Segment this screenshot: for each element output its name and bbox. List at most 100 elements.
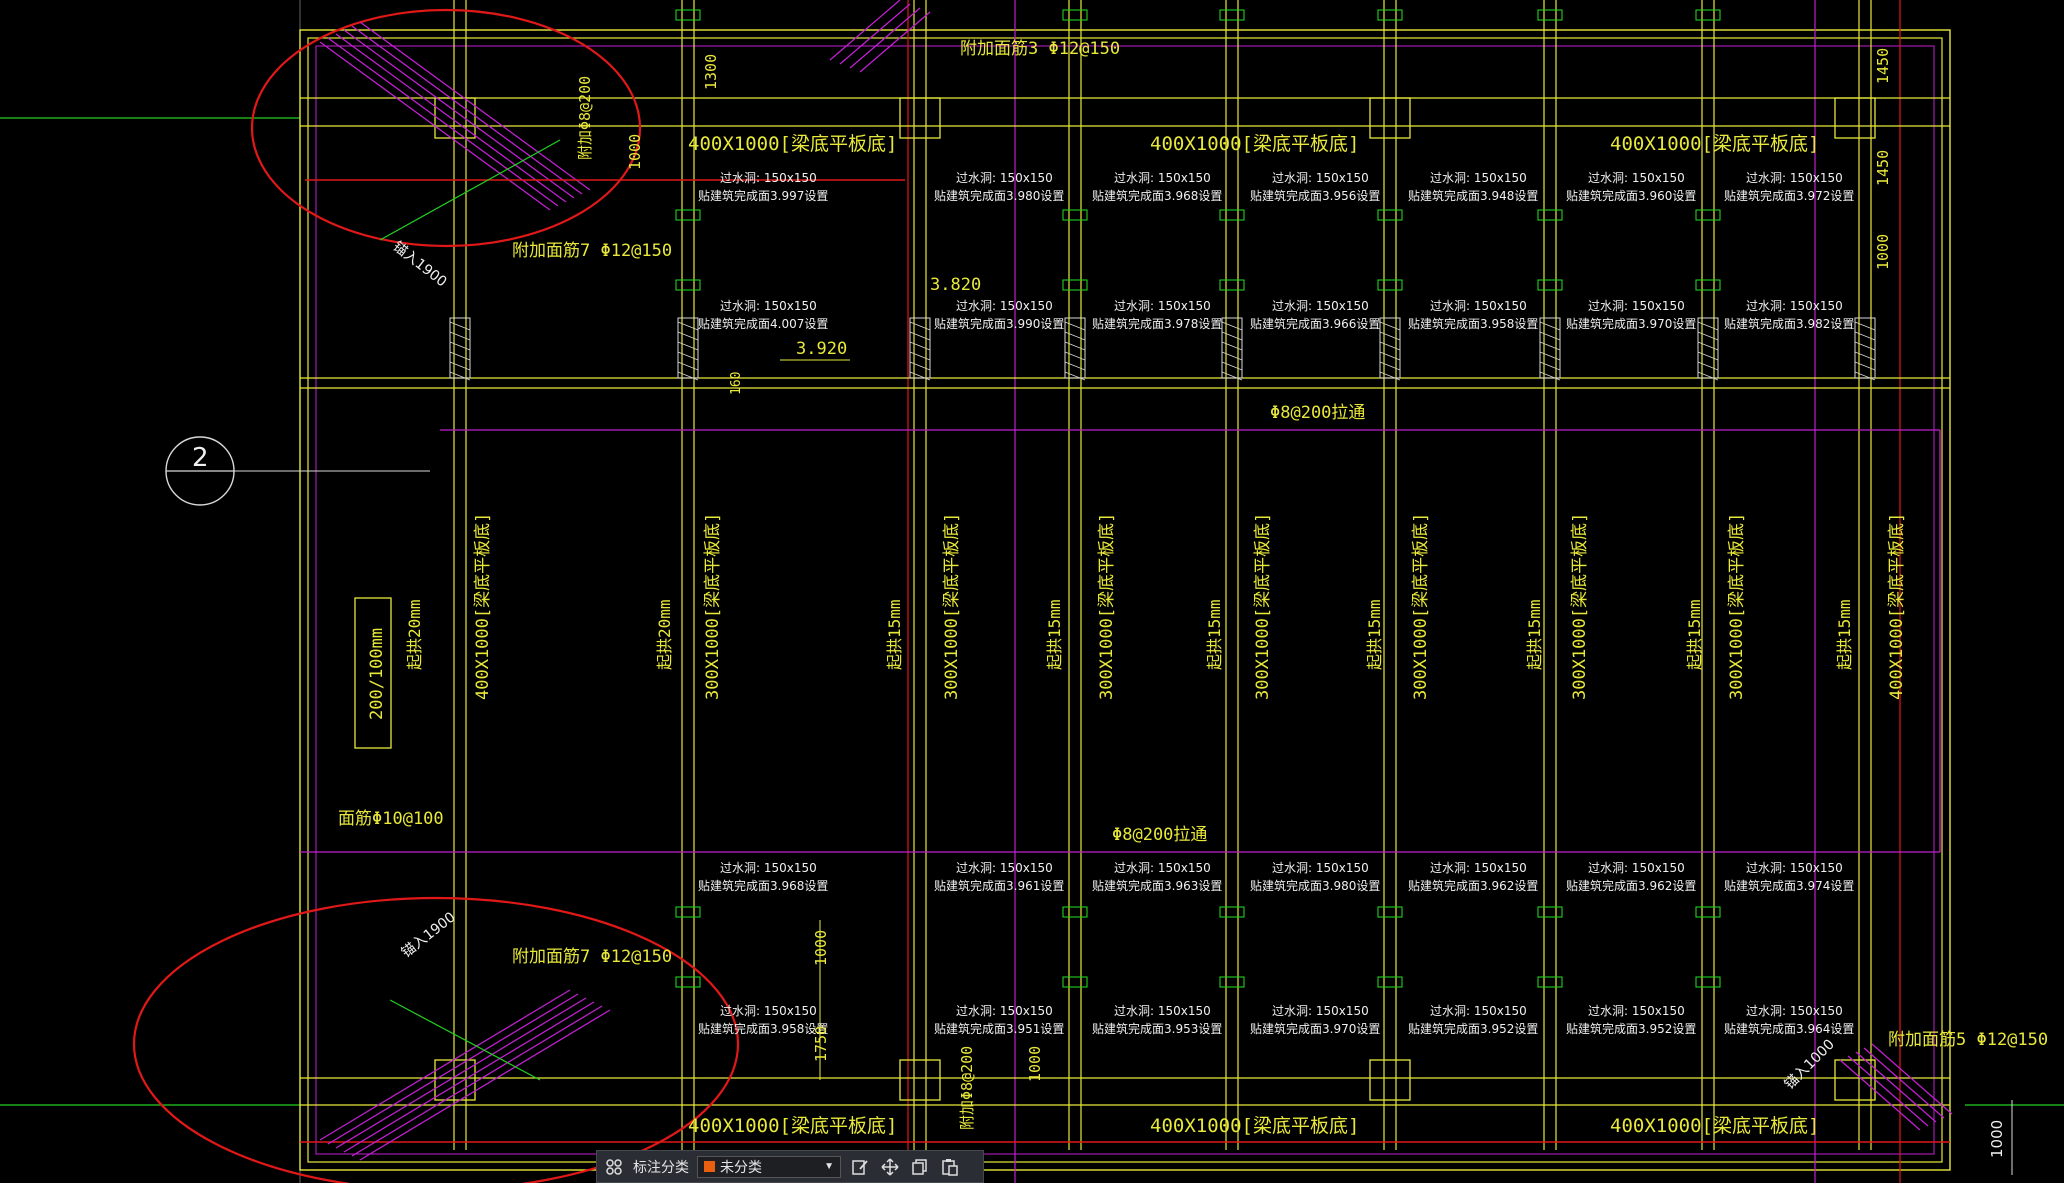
rebar-top-label: 附加面筋3 Φ12@150 <box>960 39 1120 59</box>
beam-top-label: 400X1000[梁底平板底] <box>1610 133 1819 155</box>
rebar-bundle <box>335 33 567 203</box>
column-box <box>1834 97 1876 139</box>
drain-note: 贴建筑完成面3.972设置 <box>1724 188 1854 203</box>
dim-bottom: 1000 <box>1988 1120 2006 1158</box>
paste-icon[interactable] <box>939 1156 961 1178</box>
hatch-line <box>1697 341 1719 351</box>
beam-bottom-label: 400X1000[梁底平板底] <box>688 1115 897 1137</box>
column-box <box>1369 1059 1411 1101</box>
edit-icon[interactable] <box>849 1156 871 1178</box>
hatch-line <box>1221 371 1243 381</box>
drain-marker <box>1062 209 1088 221</box>
rebar-bundle <box>327 37 559 207</box>
rebar-bundle <box>1839 1059 1921 1131</box>
rebar-bundle <box>1855 1051 1937 1123</box>
drain-title: 过水洞: 150x150 <box>1588 171 1685 185</box>
hatch-line <box>449 361 471 371</box>
hatch-line <box>1697 371 1719 381</box>
drain-marker <box>1377 279 1403 291</box>
hatch-line <box>677 361 699 371</box>
rebar-bundle <box>849 7 921 69</box>
rebar-vtop-label: 附加Φ8@200 <box>576 76 594 160</box>
dim-left: 160 <box>729 372 744 395</box>
drain-note: 贴建筑完成面3.963设置 <box>1092 878 1222 893</box>
rebar-bundle <box>359 1009 611 1161</box>
column-box <box>899 1059 941 1101</box>
elev-b: 3.920 <box>796 339 847 359</box>
chevron-down-icon: ▼ <box>824 1161 834 1172</box>
hatch-line <box>1064 371 1086 381</box>
beam-top-label: 400X1000[梁底平板底] <box>688 133 897 155</box>
hatch-line <box>1697 331 1719 341</box>
hatch-line <box>1379 371 1401 381</box>
inner-wall <box>307 37 1943 1163</box>
magenta-border <box>315 45 1935 1155</box>
copy-icon[interactable] <box>909 1156 931 1178</box>
dim-right: 1450 <box>1874 48 1892 84</box>
hatch-line <box>449 341 471 351</box>
drain-title: 过水洞: 150x150 <box>1430 171 1527 185</box>
column-box <box>899 97 941 139</box>
hatch-line <box>1221 331 1243 341</box>
drain-marker <box>1062 906 1088 918</box>
hatch-line <box>1854 331 1876 341</box>
hatch-line <box>909 321 931 331</box>
hatch-block <box>1064 317 1086 379</box>
drain-marker <box>675 9 701 21</box>
hatch-line <box>1379 341 1401 351</box>
hatch-line <box>449 351 471 361</box>
rebar-bundle <box>351 25 583 195</box>
beam-top-label: 400X1000[梁底平板底] <box>1150 133 1359 155</box>
move-icon[interactable] <box>879 1156 901 1178</box>
vbeam-label: 300X1000[梁底平板底] <box>1411 513 1431 700</box>
rebar-right-label: 附加面筋5 Φ12@150 <box>1888 1030 2048 1050</box>
drain-title: 过水洞: 150x150 <box>1746 1004 1843 1018</box>
drain-note: 贴建筑完成面3.970设置 <box>1250 1021 1380 1036</box>
hatch-line <box>677 331 699 341</box>
dim-bottom: 1000 <box>812 930 830 966</box>
drain-note: 贴建筑完成面3.980设置 <box>934 188 1064 203</box>
hatch-line <box>449 331 471 341</box>
hatch-line <box>1854 371 1876 381</box>
slope-label: 起拱20mm <box>405 599 424 670</box>
slope-label: 起拱15mm <box>1685 599 1704 670</box>
drain-marker <box>675 279 701 291</box>
drain-title: 过水洞: 150x150 <box>1272 171 1369 185</box>
drain-note: 贴建筑完成面3.962设置 <box>1566 878 1696 893</box>
rebar-bundle <box>359 21 591 191</box>
hatch-line <box>1221 341 1243 351</box>
elev-a: 3.820 <box>930 275 981 295</box>
drain-note: 贴建筑完成面3.997设置 <box>698 188 828 203</box>
rebar-vbottom-label: 附加Φ8@200 <box>958 1046 976 1130</box>
hatch-line <box>1221 351 1243 361</box>
hatch-line <box>909 361 931 371</box>
drain-note: 贴建筑完成面3.960设置 <box>1566 188 1696 203</box>
drain-note: 贴建筑完成面3.952设置 <box>1408 1021 1538 1036</box>
hatch-line <box>909 351 931 361</box>
through-bottom-label: Φ8@200拉通 <box>1112 825 1207 845</box>
rebar-bundle <box>829 0 901 61</box>
drain-title: 过水洞: 150x150 <box>720 861 817 875</box>
hatch-line <box>1854 361 1876 371</box>
rebar-bundle <box>839 3 911 65</box>
grid-icon[interactable] <box>603 1156 625 1178</box>
hatch-line <box>1539 341 1561 351</box>
hatch-line <box>1854 321 1876 331</box>
rebar-topleft-label: 附加面筋7 Φ12@150 <box>512 241 672 261</box>
hatch-line <box>677 351 699 361</box>
drain-marker <box>1537 976 1563 988</box>
hatch-line <box>1379 321 1401 331</box>
rebar-bundle <box>327 993 579 1145</box>
drain-note: 贴建筑完成面3.961设置 <box>934 878 1064 893</box>
hatch-line <box>1697 321 1719 331</box>
vbeam-label: 400X1000[梁底平板底] <box>473 513 493 700</box>
drain-note: 贴建筑完成面3.990设置 <box>934 316 1064 331</box>
hatch-line <box>1064 351 1086 361</box>
category-select[interactable]: 未分类 ▼ <box>697 1155 841 1178</box>
vbeam-label: 300X1000[梁底平板底] <box>1253 513 1273 700</box>
drain-marker <box>1219 906 1245 918</box>
dim-left: 1300 <box>702 54 720 90</box>
drain-marker <box>1537 279 1563 291</box>
drain-marker <box>1537 209 1563 221</box>
